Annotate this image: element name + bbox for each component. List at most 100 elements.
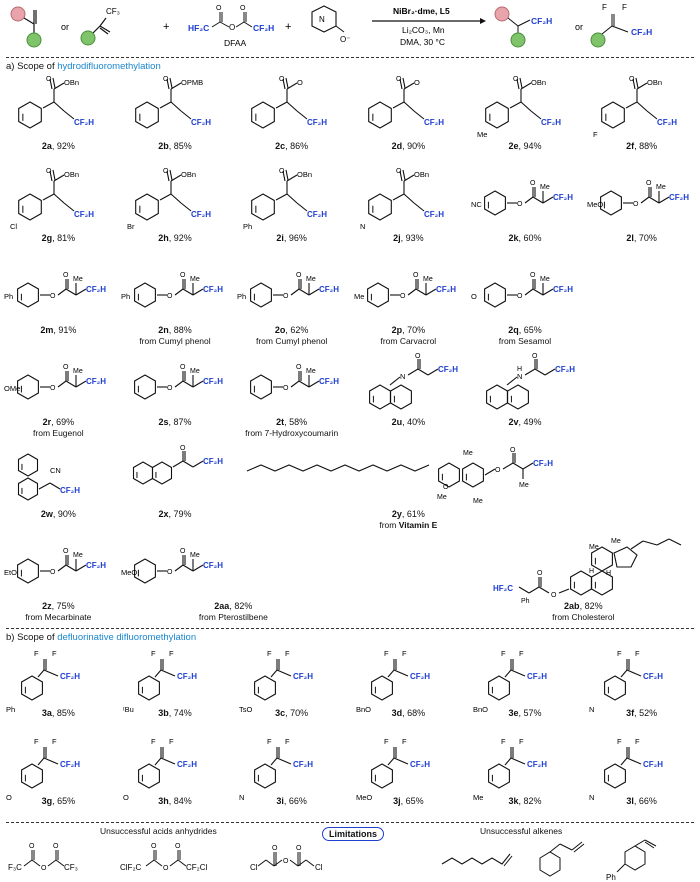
- svg-text:Ph: Ph: [237, 292, 246, 301]
- compound-yield: , 52%: [634, 708, 658, 718]
- svg-text:N: N: [589, 793, 594, 802]
- svg-text:CF₂H: CF₂H: [86, 285, 106, 294]
- svg-text:Me: Me: [306, 368, 316, 375]
- svg-text:N: N: [400, 372, 405, 381]
- svg-text:O: O: [53, 843, 59, 850]
- compound-label: 2c, 86%: [237, 141, 346, 151]
- svg-text:Me: Me: [611, 538, 621, 545]
- svg-text:O: O: [283, 293, 289, 300]
- compound-source: from Eugenol: [33, 428, 84, 438]
- svg-text:F: F: [617, 649, 622, 658]
- compound-id: 2o: [274, 325, 286, 335]
- svg-text:CF₂H: CF₂H: [60, 486, 80, 495]
- svg-text:N: N: [517, 372, 522, 381]
- svg-text:Me: Me: [473, 498, 483, 505]
- compound-id: 2h: [158, 233, 169, 243]
- svg-text:CF₂H: CF₂H: [177, 760, 197, 769]
- compound-label: 3j, 65%: [354, 796, 463, 806]
- svg-text:OBn: OBn: [181, 170, 196, 179]
- svg-text:OBn: OBn: [64, 78, 79, 87]
- svg-text:Me: Me: [423, 276, 433, 283]
- svg-text:O: O: [279, 168, 285, 175]
- compound-source: from Cholesterol: [552, 612, 615, 622]
- svg-text:MeO: MeO: [121, 568, 137, 577]
- compound-source: from Cumyl phenol: [139, 336, 211, 346]
- compound-id: 2v: [508, 417, 519, 427]
- svg-text:CF₂H: CF₂H: [307, 210, 327, 219]
- chloroacetic-anhydride-structure: Cl O O O Cl: [250, 845, 323, 872]
- svg-text:CF₂H: CF₂H: [203, 377, 223, 386]
- svg-text:CF₂H: CF₂H: [86, 377, 106, 386]
- compound-label: 3l, 66%: [587, 796, 696, 806]
- compound-id: 2k: [508, 233, 519, 243]
- svg-text:Me: Me: [656, 184, 666, 191]
- svg-text:HF₂C: HF₂C: [493, 584, 513, 593]
- svg-text:O: O: [396, 168, 402, 175]
- compound-label: 2s, 87%: [121, 417, 230, 427]
- svg-text:Me: Me: [589, 544, 599, 551]
- separator-middle: [6, 628, 694, 629]
- compound-label: 3g, 65%: [4, 796, 113, 806]
- limitations-badge: Limitations: [322, 827, 385, 841]
- svg-text:OBn: OBn: [531, 78, 546, 87]
- compound-id: 2s: [158, 417, 169, 427]
- svg-text:F: F: [593, 130, 598, 139]
- svg-text:CF₂H: CF₂H: [74, 118, 94, 127]
- compound-yield: , 96%: [283, 233, 307, 243]
- svg-text:O: O: [163, 865, 169, 872]
- compound-id: 3i: [276, 796, 284, 806]
- svg-text:O: O: [29, 843, 35, 850]
- compound-id: 3g: [41, 796, 53, 806]
- reaction-arrow: NiBr₂·dme, L5 Li₂CO₃, Mn DMA, 30 °C: [372, 6, 486, 47]
- reaction-scheme: or CF₃ + HF₂C O O O CF₂H DFAA: [0, 0, 700, 55]
- compound-yield: , 69%: [51, 417, 75, 427]
- svg-text:Ph: Ph: [606, 873, 616, 882]
- compound-id: 2b: [158, 141, 169, 151]
- svg-text:Ph: Ph: [521, 598, 530, 605]
- compound-label: 2q, 65%: [471, 325, 580, 335]
- compound-yield: , 90%: [402, 141, 426, 151]
- compound-id: 2c: [275, 141, 286, 151]
- conditions-catalyst: NiBr₂·dme, L5: [393, 6, 450, 16]
- svg-text:O: O: [513, 76, 519, 83]
- compound-label: 2i, 96%: [237, 233, 346, 243]
- svg-text:O: O: [400, 293, 406, 300]
- svg-text:O: O: [240, 5, 246, 12]
- svg-text:Me: Me: [73, 552, 83, 559]
- compound-yield: , 85%: [168, 141, 192, 151]
- svg-text:H: H: [517, 366, 522, 373]
- svg-text:O: O: [629, 76, 635, 83]
- alkene-substrate: [10, 6, 42, 48]
- compound-label: 3k, 82%: [471, 796, 580, 806]
- compound-yield: , 65%: [400, 796, 424, 806]
- compound-yield: , 93%: [400, 233, 424, 243]
- svg-text:F: F: [635, 737, 640, 746]
- product-defluorinative: F F CF₂H: [590, 3, 652, 48]
- svg-text:CF₂H: CF₂H: [293, 672, 313, 681]
- compound-yield: , 92%: [168, 233, 192, 243]
- compound-label: 3h, 84%: [121, 796, 230, 806]
- svg-text:CF₂H: CF₂H: [555, 365, 575, 374]
- compound-label: 2t, 58%: [237, 417, 346, 427]
- compound-label: 2w, 90%: [4, 509, 113, 519]
- svg-text:CF₂H: CF₂H: [527, 760, 547, 769]
